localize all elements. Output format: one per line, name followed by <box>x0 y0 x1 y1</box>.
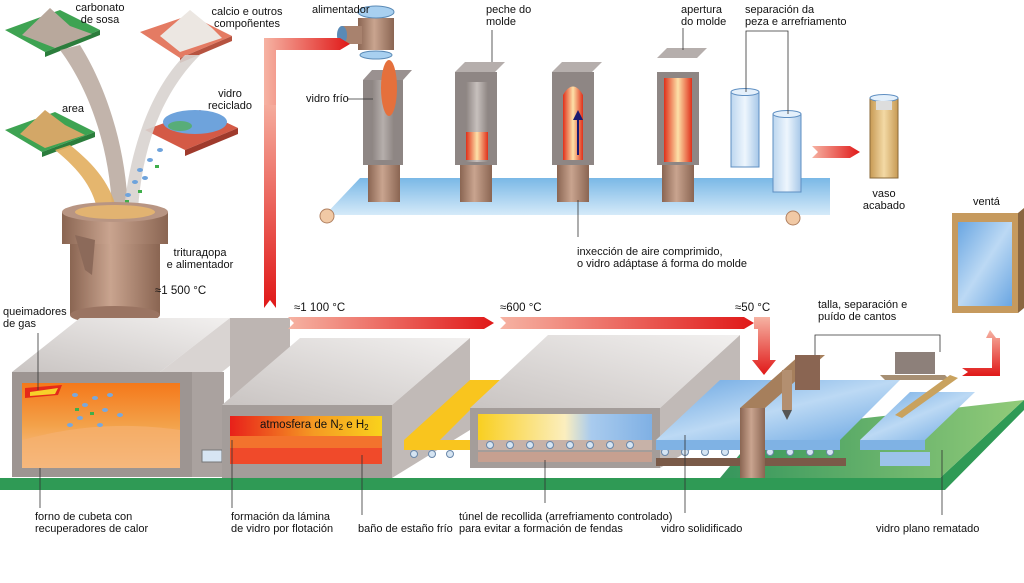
label-crusher: triturадора e alimentador <box>166 247 234 271</box>
blown-glass <box>563 86 583 160</box>
temp-furnace: ≈1 500 °C <box>155 285 207 297</box>
float-bath <box>222 338 470 478</box>
temp-float: ≈1 100 °C <box>294 302 346 314</box>
arrow-tunnel-to-exit <box>500 317 754 329</box>
finished-glass-vaso <box>869 94 899 179</box>
arrow-up-to-molding <box>264 95 276 308</box>
window-glass <box>958 222 1012 306</box>
separated-glass-1 <box>730 88 760 168</box>
arrow-to-window <box>962 330 1000 376</box>
raw-material-soda <box>5 8 100 57</box>
arrow-to-vaso <box>812 146 860 158</box>
mold-2 <box>455 62 505 202</box>
leader-lines <box>37 28 943 515</box>
label-tin-bath: baño de estaño frío <box>358 523 453 535</box>
cutting-tool <box>782 370 792 410</box>
arrow-down-to-sheet <box>752 317 776 375</box>
cutting-station <box>740 355 825 478</box>
window-product <box>952 208 1024 313</box>
label-recycled-glass: vidro reciclado <box>207 88 253 112</box>
calcium-pile <box>160 10 222 52</box>
separated-glass-2 <box>772 110 802 193</box>
belt-roller <box>785 210 801 226</box>
soda-pile <box>22 8 92 48</box>
cooling-glass-ribbon <box>478 414 652 440</box>
label-mold-closing: peche do molde <box>486 4 532 28</box>
label-air-injection: inxección de aire comprimido, o vidro ad… <box>577 246 747 270</box>
arrow-to-feeder <box>264 38 350 105</box>
arrow-float-to-tunnel <box>288 317 494 329</box>
sand-stream <box>55 145 118 215</box>
batch-particles <box>67 393 123 427</box>
crusher-feeder <box>62 202 168 324</box>
label-cutting: talla, separación e puído de cantos <box>818 299 908 323</box>
label-mold-opening: apertura do molde <box>681 4 727 28</box>
gas-burner-flame <box>25 385 62 398</box>
label-burners: queimadores de gas <box>3 306 67 330</box>
belt-roller <box>319 208 335 224</box>
mold-4 <box>657 48 707 202</box>
soda-stream <box>60 45 128 210</box>
cold-glass-gob <box>381 60 397 116</box>
label-calcium: calcio e outros compoñentes <box>211 6 283 30</box>
label-float-formation: formación da lámina de vidro por flotaci… <box>231 511 334 535</box>
flow-arrows <box>264 38 1000 376</box>
mold-3 <box>552 62 602 202</box>
ground-base <box>0 400 1024 490</box>
label-sand: area <box>62 103 85 115</box>
air-injection-arrow <box>573 110 583 120</box>
temp-tunnel: ≈600 °C <box>500 302 542 314</box>
temp-exit: ≈50 °C <box>735 302 771 314</box>
raw-material-recycled-glass <box>145 110 238 156</box>
formed-glass <box>664 78 692 162</box>
label-separation: separación da peza e arrefriamento <box>745 4 847 28</box>
label-annealing-tunnel: túnel de recollida (arrefriamento contro… <box>459 511 673 535</box>
label-solidified: vidro solidificado <box>661 523 743 535</box>
molten-parison <box>466 132 488 160</box>
label-cold-glass: vidro frío <box>306 93 349 105</box>
label-finished-glass: vaso acabado <box>862 188 906 212</box>
calcium-stream <box>124 55 200 210</box>
label-window: ventá <box>973 196 1000 208</box>
sand-pile <box>20 110 85 148</box>
recycled-glass-pile <box>163 110 227 134</box>
feeder <box>337 5 395 60</box>
label-furnace: forno de cubeta con recuperadores de cal… <box>35 511 149 535</box>
mold-1 <box>363 60 412 202</box>
label-soda: carbonato de sosa <box>75 2 125 26</box>
label-atmosphere: atmosfera de N2 e H2 <box>260 419 369 432</box>
atmosphere-zone <box>230 416 382 436</box>
raw-material-sand <box>5 110 95 157</box>
edge-polishing-station <box>860 352 975 466</box>
label-finished-flat-glass: vidro plano rematado <box>876 523 980 535</box>
label-feeder: alimentador <box>312 4 370 16</box>
